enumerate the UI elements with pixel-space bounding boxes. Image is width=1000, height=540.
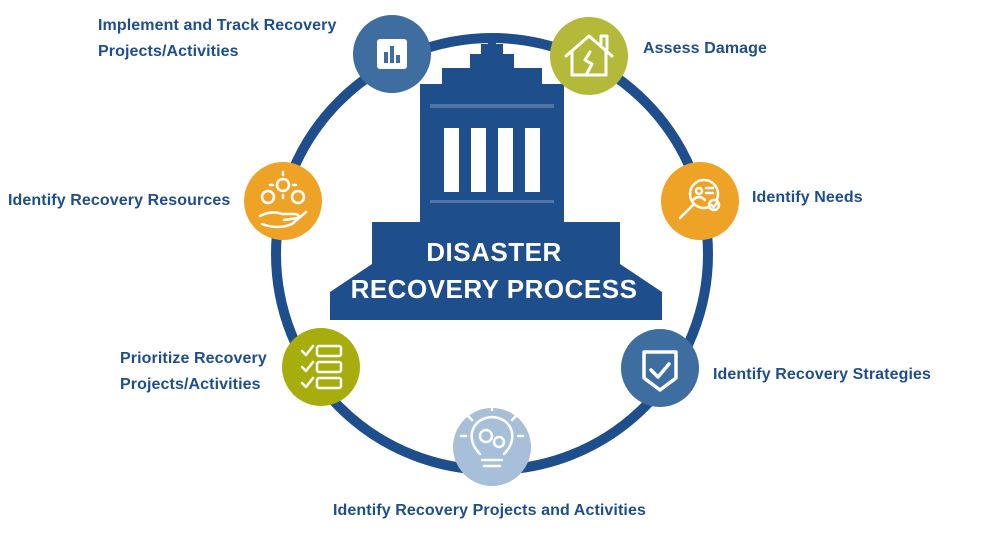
prioritize-recovery-node: [282, 328, 360, 406]
label-identify-recovery-strategies: Identify Recovery Strategies: [713, 362, 931, 388]
step-identify-recovery-strategies: [621, 329, 699, 407]
diagram-center-title: DISASTER RECOVERY PROCESS: [330, 234, 658, 308]
label-identify-needs: Identify Needs: [752, 185, 863, 211]
center-title-line-2: RECOVERY PROCESS: [330, 271, 658, 308]
center-title-line-1: DISASTER: [330, 234, 658, 271]
label-identify-recovery-projects: Identify Recovery Projects and Activitie…: [333, 498, 646, 524]
identify-recovery-projects-node: [453, 408, 531, 486]
step-identify-needs: [661, 162, 739, 240]
label-implement-and-track: Implement and Track Recovery Projects/Ac…: [98, 13, 336, 65]
bar-chart-icon: [377, 39, 407, 69]
identify-recovery-strategies-node: [621, 329, 699, 407]
step-implement-and-track: [353, 15, 431, 93]
step-identify-recovery-projects: [453, 405, 531, 486]
identify-needs-node: [661, 162, 739, 240]
step-assess-damage: [550, 17, 628, 95]
step-prioritize-recovery: [282, 328, 360, 406]
label-prioritize-recovery: Prioritize Recovery Projects/Activities: [120, 346, 267, 398]
step-identify-recovery-resources: [244, 162, 322, 240]
label-identify-recovery-resources: Identify Recovery Resources: [8, 188, 230, 214]
label-assess-damage: Assess Damage: [643, 36, 767, 62]
